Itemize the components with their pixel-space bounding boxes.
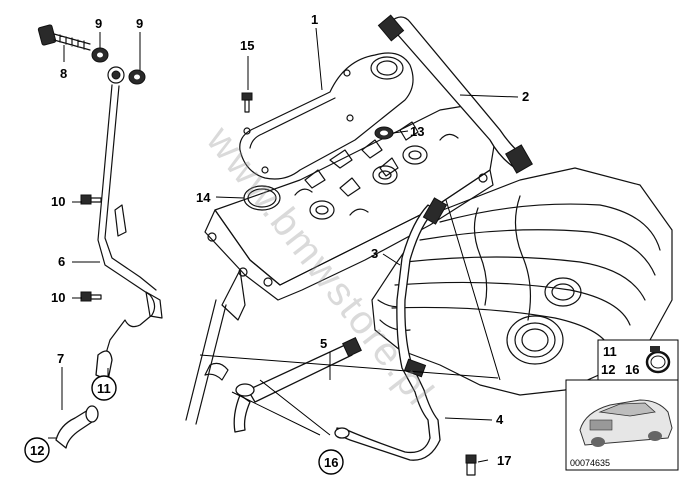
banjo-bolt (37, 24, 91, 51)
label-10a: 10 (51, 194, 65, 209)
sealing-washer (128, 69, 146, 85)
label-8: 8 (60, 66, 67, 81)
inset-label-16: 16 (625, 362, 639, 377)
screw-bottom (465, 454, 477, 476)
label-16: 16 (324, 455, 338, 470)
oil-return-tube (95, 66, 163, 381)
diagram-reference-number: 00074635 (570, 458, 610, 468)
label-4: 4 (496, 412, 504, 427)
inset-car-box: 00074635 (565, 379, 679, 471)
inset-clamp-box: 11 12 16 (597, 339, 679, 381)
hose-clamp-icon (645, 346, 671, 374)
label-10b: 10 (51, 290, 65, 305)
car-icon (579, 399, 673, 447)
label-15: 15 (240, 38, 254, 53)
label-14: 14 (196, 190, 211, 205)
label-1: 1 (311, 12, 318, 27)
label-9b: 9 (136, 16, 143, 31)
valve-cover (204, 104, 496, 301)
inset-label-11: 11 (603, 344, 617, 359)
label-6: 6 (58, 254, 65, 269)
label-9a: 9 (95, 16, 102, 31)
label-3: 3 (371, 246, 378, 261)
label-2: 2 (522, 89, 529, 104)
sealing-washer (91, 47, 109, 63)
label-17: 17 (497, 453, 511, 468)
label-13: 13 (410, 124, 424, 139)
seal-ring (374, 126, 394, 140)
short-hose (55, 405, 99, 449)
inset-label-12: 12 (601, 362, 615, 377)
label-12: 12 (30, 443, 44, 458)
screw (80, 194, 102, 205)
label-11: 11 (97, 381, 111, 396)
callout-12: 12 (24, 437, 50, 463)
label-7: 7 (57, 351, 64, 366)
callout-16: 16 (318, 449, 344, 475)
intake-manifold (371, 167, 673, 396)
screw (80, 291, 102, 302)
callout-11: 11 (91, 375, 117, 401)
label-5: 5 (320, 336, 327, 351)
separator-cover (239, 52, 414, 180)
leader-lines (48, 27, 519, 463)
screw (241, 92, 253, 113)
dipstick-tube (185, 267, 362, 433)
vent-hose (377, 14, 533, 174)
